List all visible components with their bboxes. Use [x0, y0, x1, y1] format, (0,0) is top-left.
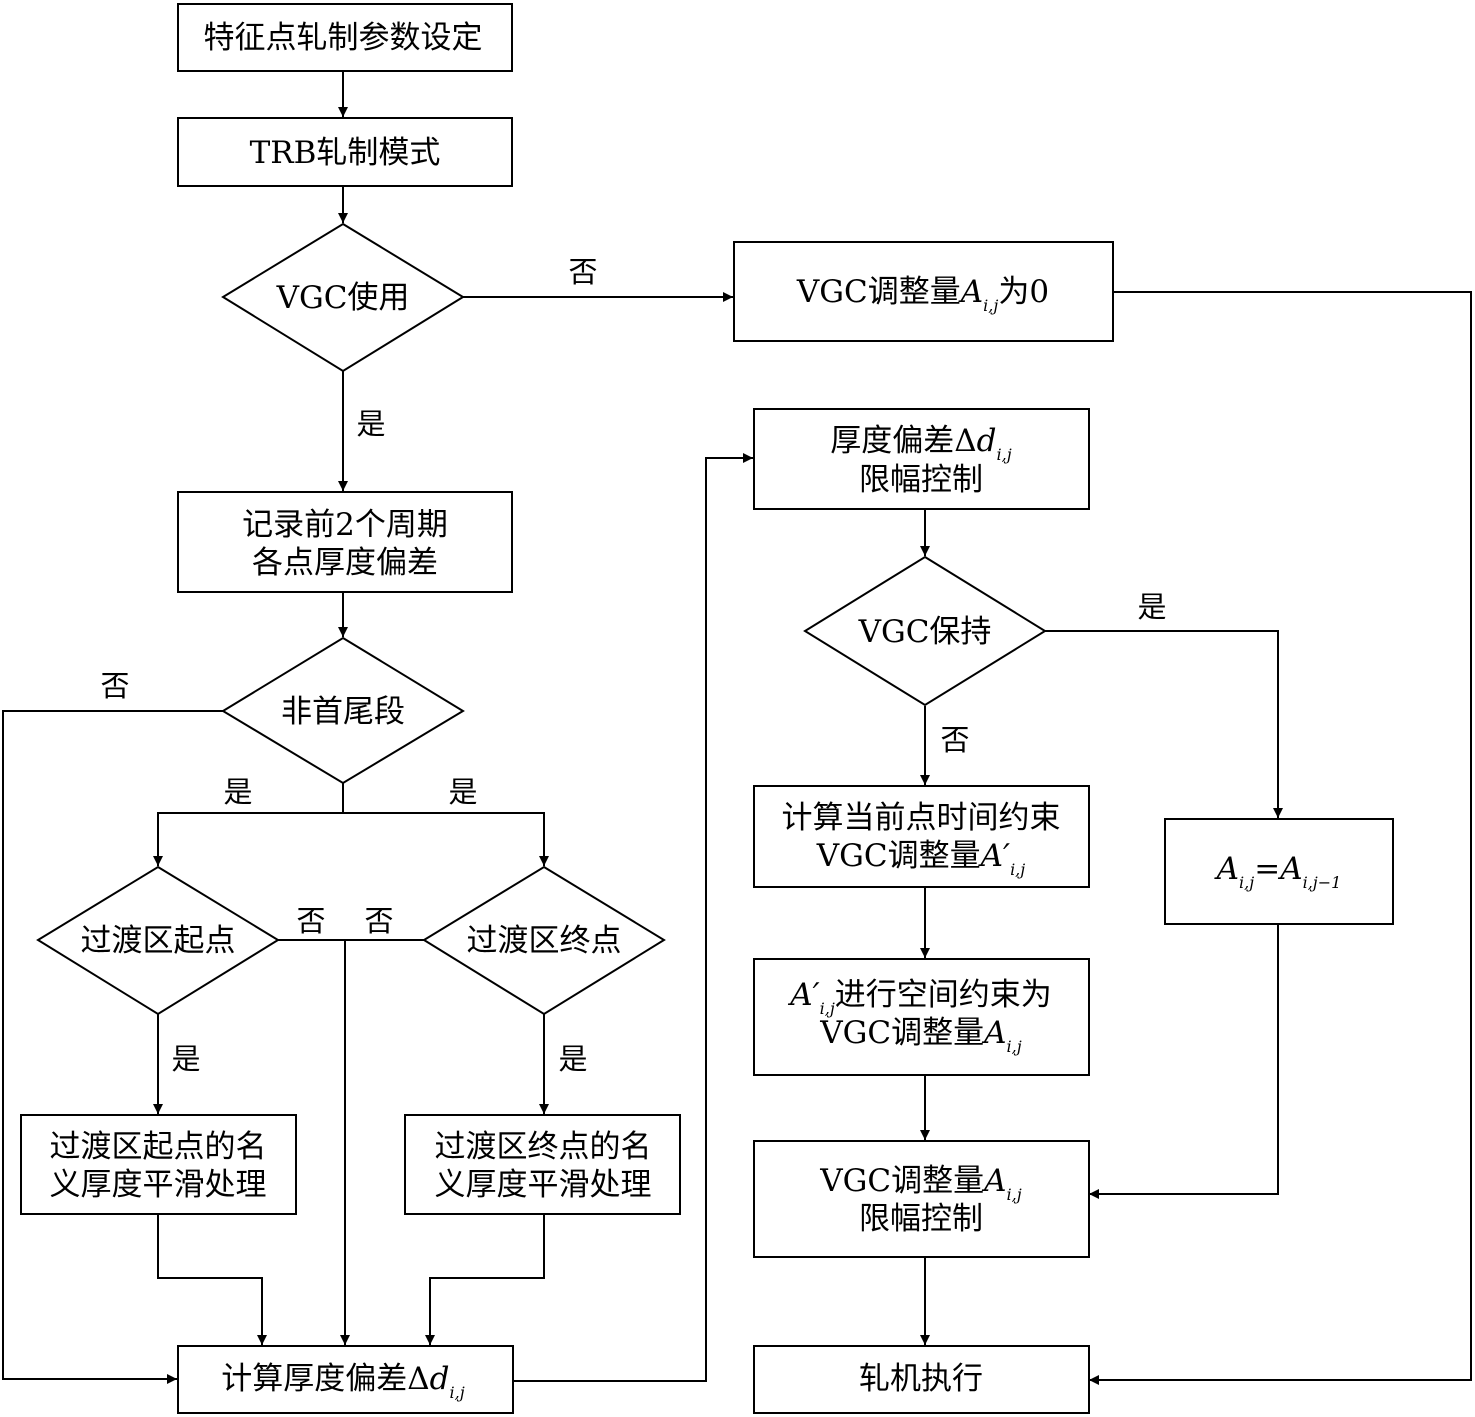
label-transend-no: 否 — [364, 904, 393, 938]
edge-yes-to-transend — [343, 812, 549, 866]
decision-vgc-hold: VGC保持 — [803, 555, 1047, 707]
node-hold-equation-text: Ai,j=Ai,j−1 — [1214, 851, 1342, 892]
node-vgc-limit-sub: i,j — [1007, 1185, 1022, 1204]
decision-trans-start-text: 过渡区起点 — [81, 923, 236, 959]
label-transstart-no: 否 — [296, 904, 325, 938]
edge-nonheadtail-no-to-calc — [2, 710, 223, 1384]
decision-trans-end: 过渡区终点 — [422, 865, 666, 1016]
label-nonheadtail-yes-right: 是 — [448, 775, 477, 809]
node-calc-deviation-sub: i,j — [450, 1383, 465, 1402]
node-space-constraint-line1: A′i,j进行空间约束为 — [787, 977, 1052, 1018]
node-space-constraint-suffix: 进行空间约束为 — [835, 977, 1052, 1013]
decision-trans-end-text: 过渡区终点 — [467, 923, 622, 959]
decision-non-head-tail: 非首尾段 — [221, 636, 465, 785]
node-space-constraint-line2-var: A — [981, 1015, 1006, 1051]
node-mill-execute: 轧机执行 — [753, 1345, 1090, 1414]
decision-vgc-hold-text: VGC保持 — [858, 614, 992, 650]
edge-zero-to-mill — [1089, 291, 1472, 1385]
node-hold-lhs-sub: i,j — [1239, 873, 1254, 892]
node-vgc-zero: VGC调整量Ai,j为0 — [733, 241, 1114, 342]
node-space-constraint-line2: VGC调整量Ai,j — [819, 1015, 1021, 1056]
label-vgchold-no: 否 — [940, 723, 969, 757]
node-hold-rhs-var: A — [1277, 851, 1302, 887]
node-deviation-limit-line2: 限幅控制 — [859, 462, 983, 498]
node-time-constraint-sub: i,j — [1010, 860, 1025, 879]
node-vgc-limit-prefix: VGC调整量 — [819, 1163, 984, 1199]
node-record-deviation: 记录前2个周期 各点厚度偏差 — [177, 491, 513, 593]
node-vgc-limit: VGC调整量Ai,j 限幅控制 — [753, 1140, 1090, 1258]
label-transend-yes: 是 — [558, 1042, 587, 1076]
node-vgc-zero-suffix: 为0 — [998, 274, 1049, 310]
node-smooth-start-line1: 过渡区起点的名 — [50, 1129, 267, 1165]
node-hold-equation: Ai,j=Ai,j−1 — [1164, 818, 1394, 925]
node-trb-mode-text: TRB轧制模式 — [250, 135, 441, 171]
node-space-constraint: A′i,j进行空间约束为 VGC调整量Ai,j — [753, 958, 1090, 1076]
node-calc-deviation-var: d — [430, 1361, 450, 1397]
node-deviation-limit-prefix: 厚度偏差Δ — [830, 423, 976, 459]
node-smooth-start: 过渡区起点的名 义厚度平滑处理 — [20, 1114, 297, 1215]
node-space-constraint-line2-prefix: VGC调整量 — [819, 1015, 984, 1051]
node-smooth-end: 过渡区终点的名 义厚度平滑处理 — [404, 1114, 681, 1215]
label-transstart-yes: 是 — [171, 1042, 200, 1076]
edges — [2, 71, 1472, 1385]
node-smooth-end-line2: 义厚度平滑处理 — [435, 1167, 652, 1203]
edge-yes-to-transstart — [153, 812, 343, 866]
node-deviation-limit-sub: i,j — [997, 445, 1012, 464]
edge-labels: 否 是 否 是 是 否 否 是 是 是 否 — [100, 255, 1166, 1076]
edge-calc-to-devlimit — [513, 453, 753, 1382]
node-vgc-limit-line2: 限幅控制 — [859, 1201, 983, 1237]
node-time-constraint-line2: VGC调整量A′i,j — [816, 838, 1026, 879]
edge-smoothstart-to-calc — [157, 1214, 267, 1345]
node-hold-lhs-var: A — [1214, 851, 1239, 887]
node-time-constraint-var: A′ — [978, 838, 1010, 874]
node-smooth-start-line2: 义厚度平滑处理 — [50, 1167, 267, 1203]
node-space-constraint-line2-sub: i,j — [1007, 1037, 1022, 1056]
decision-vgc-use: VGC使用 — [221, 222, 465, 373]
node-vgc-limit-line1: VGC调整量Ai,j — [819, 1163, 1021, 1204]
node-vgc-zero-sub: i,j — [983, 296, 998, 315]
decision-vgc-use-text: VGC使用 — [276, 280, 410, 316]
node-calc-deviation-text: 计算厚度偏差Δdi,j — [221, 1361, 464, 1402]
node-deviation-limit: 厚度偏差Δdi,j 限幅控制 — [753, 408, 1090, 510]
node-trb-mode: TRB轧制模式 — [177, 117, 513, 187]
decision-non-head-tail-text: 非首尾段 — [281, 694, 405, 730]
node-vgc-limit-var: A — [981, 1163, 1006, 1199]
node-time-constraint-line1: 计算当前点时间约束 — [782, 800, 1061, 836]
node-record-line1: 记录前2个周期 — [242, 507, 448, 543]
node-vgc-zero-text: VGC调整量Ai,j为0 — [796, 274, 1049, 315]
decision-trans-start: 过渡区起点 — [36, 865, 280, 1016]
node-deviation-limit-var: d — [977, 423, 997, 459]
node-calc-deviation-prefix: 计算厚度偏差Δ — [221, 1361, 429, 1397]
node-smooth-end-line1: 过渡区终点的名 — [435, 1129, 652, 1165]
edge-hold-to-vgclimit — [1089, 925, 1279, 1199]
label-nonheadtail-no: 否 — [100, 669, 129, 703]
label-vgcuse-no: 否 — [568, 255, 597, 289]
node-hold-eq: = — [1254, 851, 1280, 887]
node-calc-deviation: 计算厚度偏差Δdi,j — [177, 1345, 514, 1414]
node-vgc-zero-prefix: VGC调整量 — [796, 274, 961, 310]
node-deviation-limit-line1: 厚度偏差Δdi,j — [830, 423, 1011, 464]
node-space-constraint-sub: i,j — [820, 999, 835, 1018]
label-vgcuse-yes: 是 — [356, 407, 385, 441]
node-vgc-zero-var: A — [958, 274, 983, 310]
node-hold-rhs-sub: i,j−1 — [1303, 873, 1342, 892]
node-params-setting: 特征点轧制参数设定 — [177, 3, 513, 72]
edge-smoothend-to-calc — [425, 1214, 545, 1345]
node-space-constraint-var: A′ — [787, 977, 819, 1013]
label-nonheadtail-yes-left: 是 — [223, 775, 252, 809]
edge-vgchold-yes-to-hold — [1045, 630, 1283, 818]
node-time-constraint: 计算当前点时间约束 VGC调整量A′i,j — [753, 785, 1090, 888]
node-record-line2: 各点厚度偏差 — [252, 545, 438, 581]
label-vgchold-yes: 是 — [1137, 590, 1166, 624]
node-params-setting-text: 特征点轧制参数设定 — [204, 20, 483, 56]
node-mill-execute-text: 轧机执行 — [859, 1361, 983, 1397]
node-time-constraint-prefix: VGC调整量 — [816, 838, 981, 874]
